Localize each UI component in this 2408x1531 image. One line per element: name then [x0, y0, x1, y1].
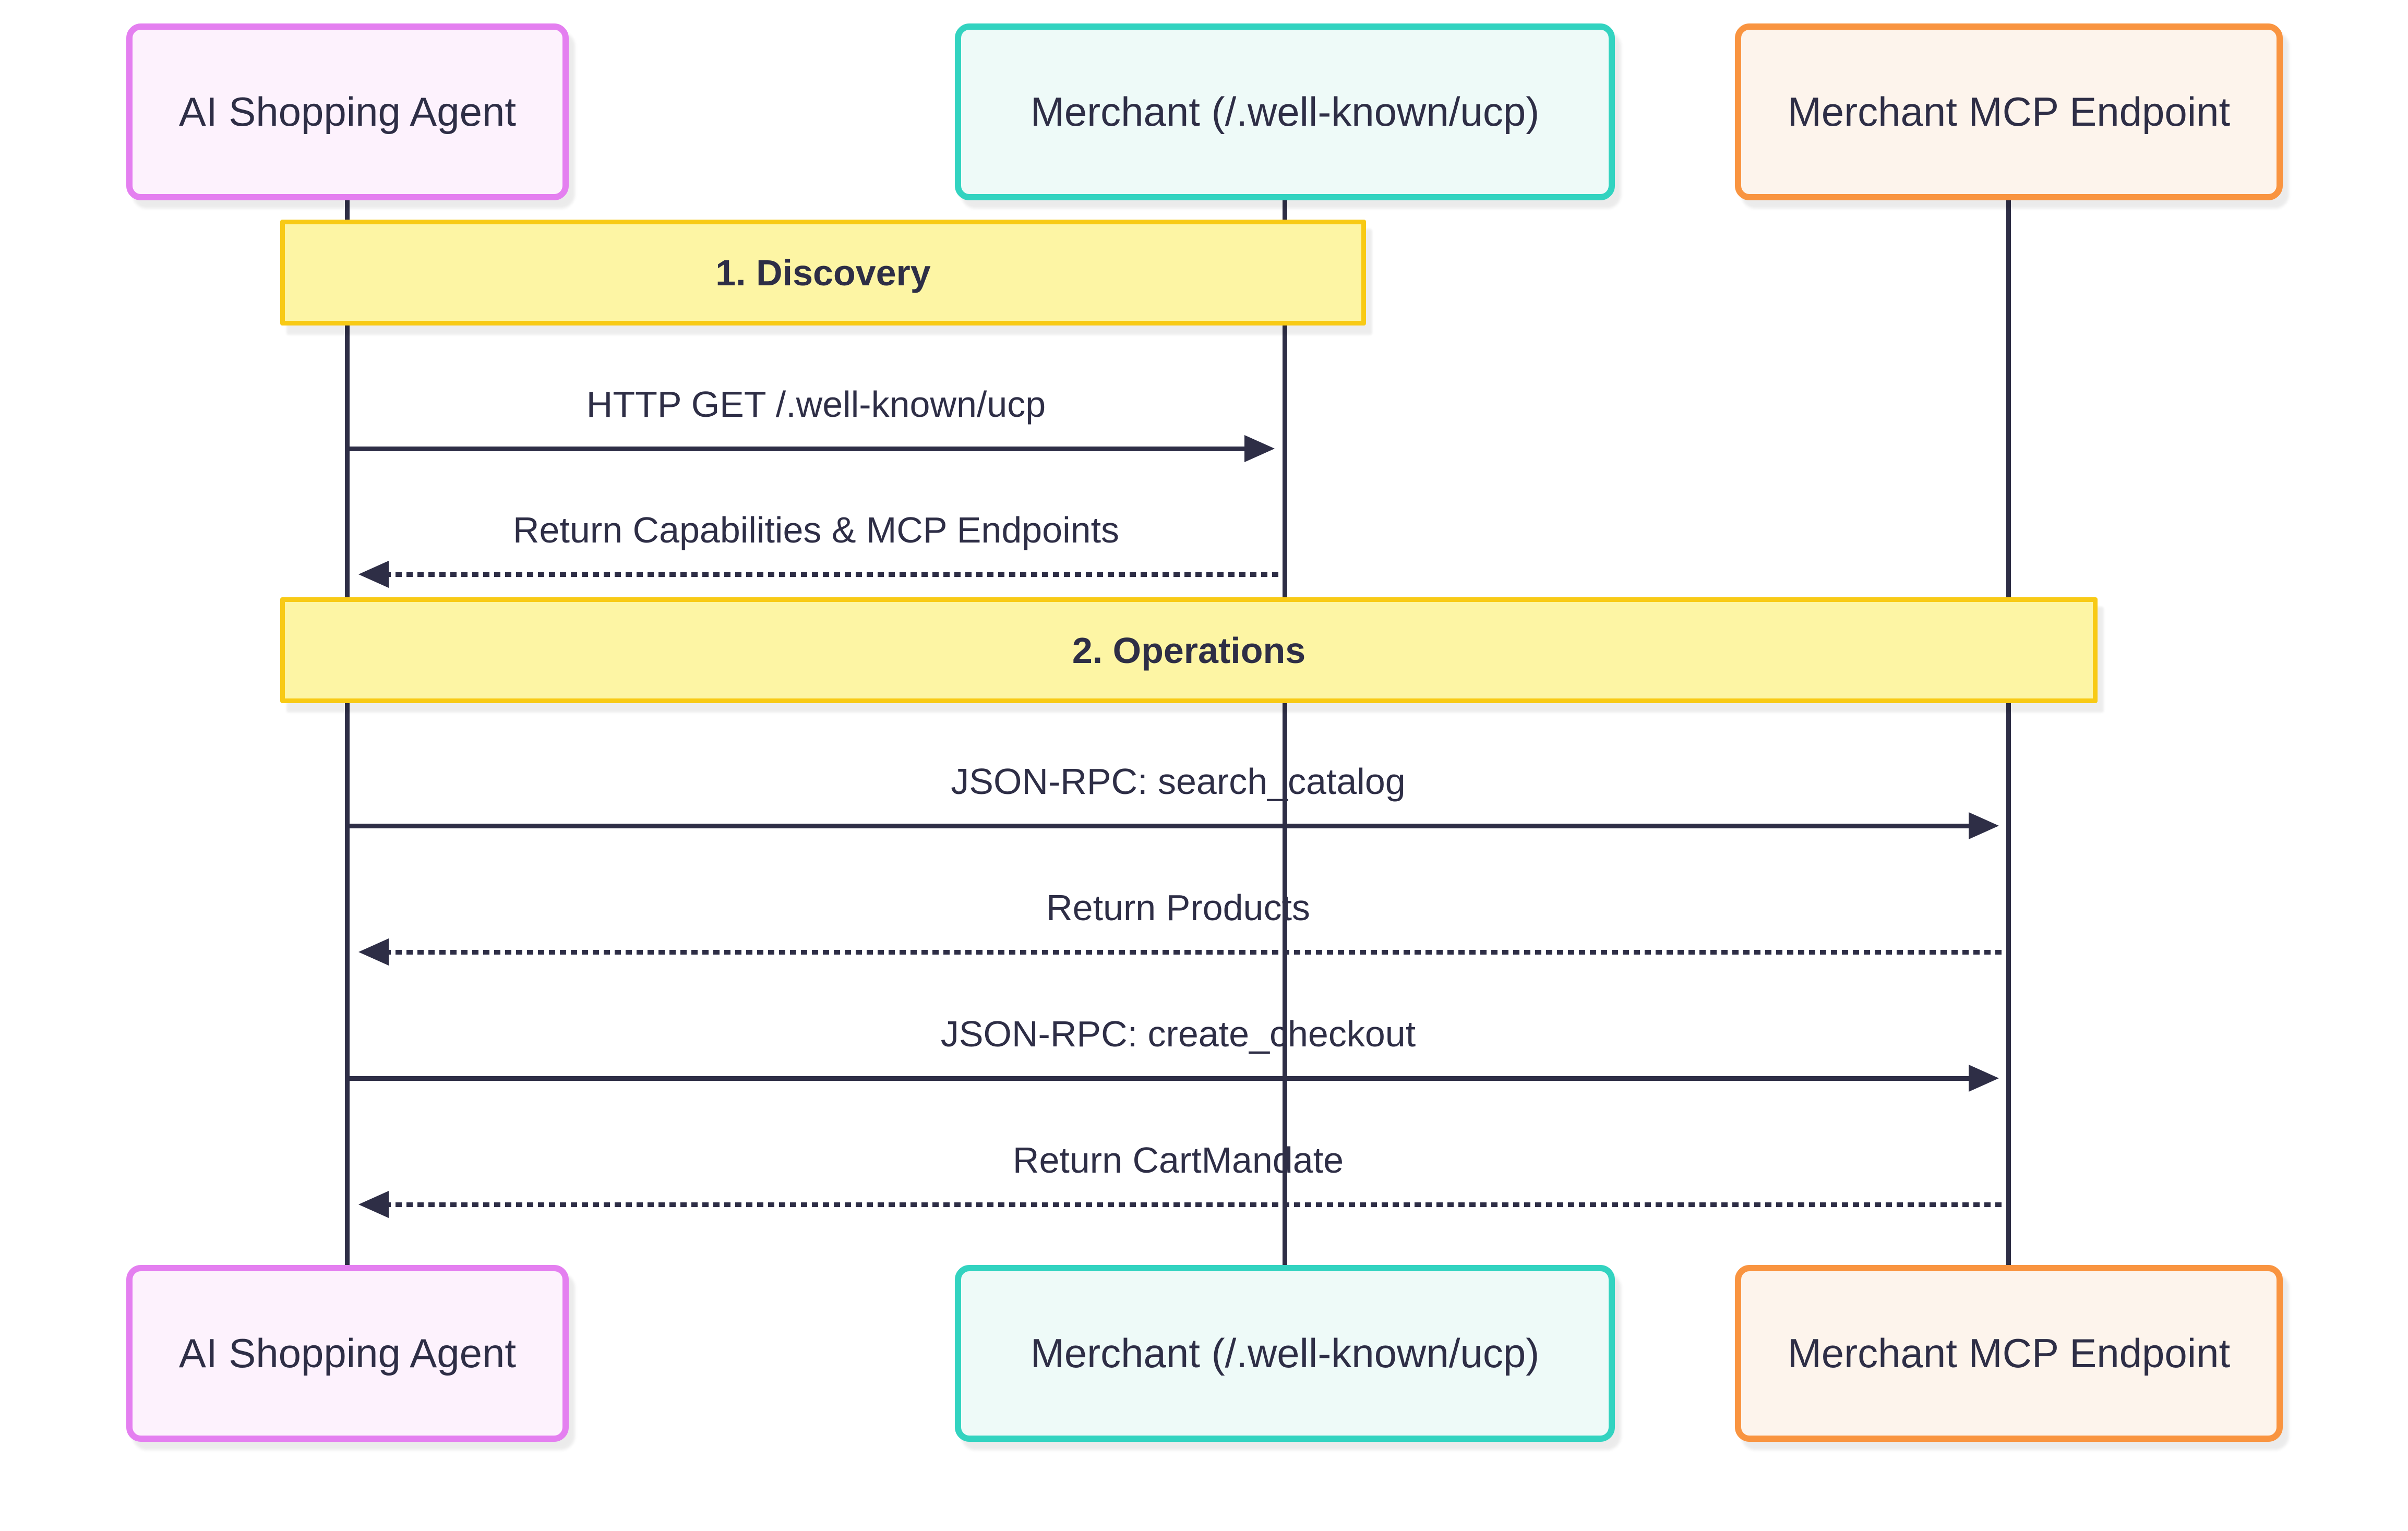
- actor-label: AI Shopping Agent: [178, 1330, 517, 1376]
- section-banner-discovery: 1. Discovery: [280, 220, 1366, 326]
- actor-bottom-ai-shopping-agent: AI Shopping Agent: [126, 1265, 569, 1442]
- arrowhead-right-icon: [1969, 1065, 1999, 1092]
- lifeline-merchant-well-known: [1283, 200, 1287, 1265]
- actor-label: Merchant (/.well-known/ucp): [1030, 89, 1540, 135]
- message-line-dashed: [385, 572, 1285, 577]
- lifeline-merchant-mcp-endpoint: [2006, 200, 2011, 1265]
- actor-label: Merchant MCP Endpoint: [1787, 1330, 2231, 1376]
- message-label: JSON-RPC: create_checkout: [940, 1014, 1416, 1054]
- message-label: Return Products: [1046, 887, 1310, 928]
- arrowhead-left-icon: [358, 1191, 389, 1218]
- actor-bottom-merchant-well-known: Merchant (/.well-known/ucp): [955, 1265, 1615, 1442]
- message-label: Return CartMandate: [1012, 1140, 1344, 1180]
- lifeline-ai-shopping-agent: [345, 200, 350, 1265]
- section-label: 2. Operations: [1072, 630, 1306, 671]
- message-label: JSON-RPC: search_catalog: [951, 761, 1406, 802]
- arrowhead-right-icon: [1244, 435, 1275, 462]
- message-line-solid: [348, 1076, 1974, 1081]
- actor-label: AI Shopping Agent: [178, 89, 517, 135]
- actor-top-ai-shopping-agent: AI Shopping Agent: [126, 23, 569, 200]
- arrowhead-left-icon: [358, 938, 389, 966]
- arrowhead-left-icon: [358, 561, 389, 588]
- actor-label: Merchant MCP Endpoint: [1787, 89, 2231, 135]
- message-line-dashed: [385, 1202, 2009, 1207]
- actor-bottom-merchant-mcp-endpoint: Merchant MCP Endpoint: [1735, 1265, 2283, 1442]
- actor-top-merchant-well-known: Merchant (/.well-known/ucp): [955, 23, 1615, 200]
- actor-top-merchant-mcp-endpoint: Merchant MCP Endpoint: [1735, 23, 2283, 200]
- message-line-solid: [348, 447, 1250, 451]
- section-label: 1. Discovery: [715, 252, 931, 293]
- section-banner-operations: 2. Operations: [280, 597, 2098, 703]
- message-line-solid: [348, 824, 1974, 828]
- message-label: HTTP GET /.well-known/ucp: [586, 384, 1046, 425]
- actor-label: Merchant (/.well-known/ucp): [1030, 1330, 1540, 1376]
- arrowhead-right-icon: [1969, 812, 1999, 839]
- message-label: Return Capabilities & MCP Endpoints: [512, 510, 1120, 550]
- message-line-dashed: [385, 950, 2009, 955]
